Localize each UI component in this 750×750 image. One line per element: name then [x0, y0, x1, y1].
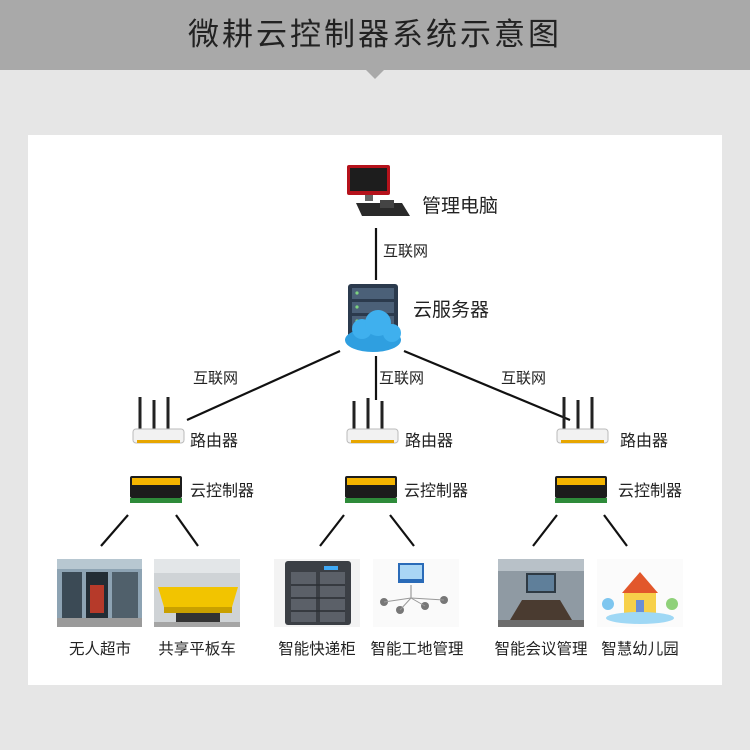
app-image-kindergarten: [597, 559, 683, 627]
app-label-2: 共享平板车: [158, 640, 236, 658]
line-ctrl-app6: [603, 514, 628, 547]
controller-label-mid: 云控制器: [404, 481, 469, 500]
app-image-flatcar: [154, 559, 240, 627]
server-label: 云服务器: [413, 299, 490, 321]
app-image-meeting-room: [498, 559, 584, 627]
controller-icon-mid: [345, 476, 397, 503]
app-image-parcel-locker: [274, 559, 360, 627]
app-label-4: 智能工地管理: [370, 640, 464, 658]
router-label-right: 路由器: [620, 431, 669, 450]
line-ctrl-app3: [319, 514, 345, 547]
router-label-left: 路由器: [190, 431, 239, 450]
app-label-5: 智能会议管理: [494, 640, 588, 658]
computer-icon: [347, 165, 410, 216]
edge-label-pc-server: 互联网: [383, 242, 429, 260]
controller-label-left: 云控制器: [190, 481, 255, 500]
edge-label-left: 互联网: [193, 369, 239, 387]
controller-icon-right: [555, 476, 607, 503]
router-icon-right: [556, 397, 609, 444]
line-ctrl-app5: [532, 514, 558, 547]
line-ctrl-app4: [389, 514, 415, 547]
line-server-router-right: [403, 349, 571, 422]
edge-label-right: 互联网: [501, 369, 547, 387]
controller-label-right: 云控制器: [618, 481, 683, 500]
line-ctrl-app2: [175, 514, 199, 547]
router-icon-mid: [346, 398, 399, 444]
edge-label-mid: 互联网: [379, 369, 425, 387]
app-image-construction: [373, 559, 459, 627]
line-server-router-left: [186, 349, 341, 422]
controller-icon-left: [130, 476, 182, 503]
app-image-supermarket: [57, 559, 142, 627]
page-title: 微耕云控制器系统示意图: [188, 17, 562, 53]
app-label-3: 智能快递柜: [278, 640, 356, 658]
banner-pointer: [366, 70, 384, 79]
app-label-1: 无人超市: [68, 640, 131, 658]
pc-label: 管理电脑: [422, 195, 499, 217]
connection-lines: [100, 228, 628, 547]
router-icon-left: [132, 397, 185, 444]
title-banner: [0, 0, 750, 70]
line-ctrl-app1: [100, 514, 129, 547]
router-label-mid: 路由器: [405, 431, 454, 450]
cloud-server-icon: [345, 284, 401, 352]
app-label-6: 智慧幼儿园: [601, 640, 679, 658]
